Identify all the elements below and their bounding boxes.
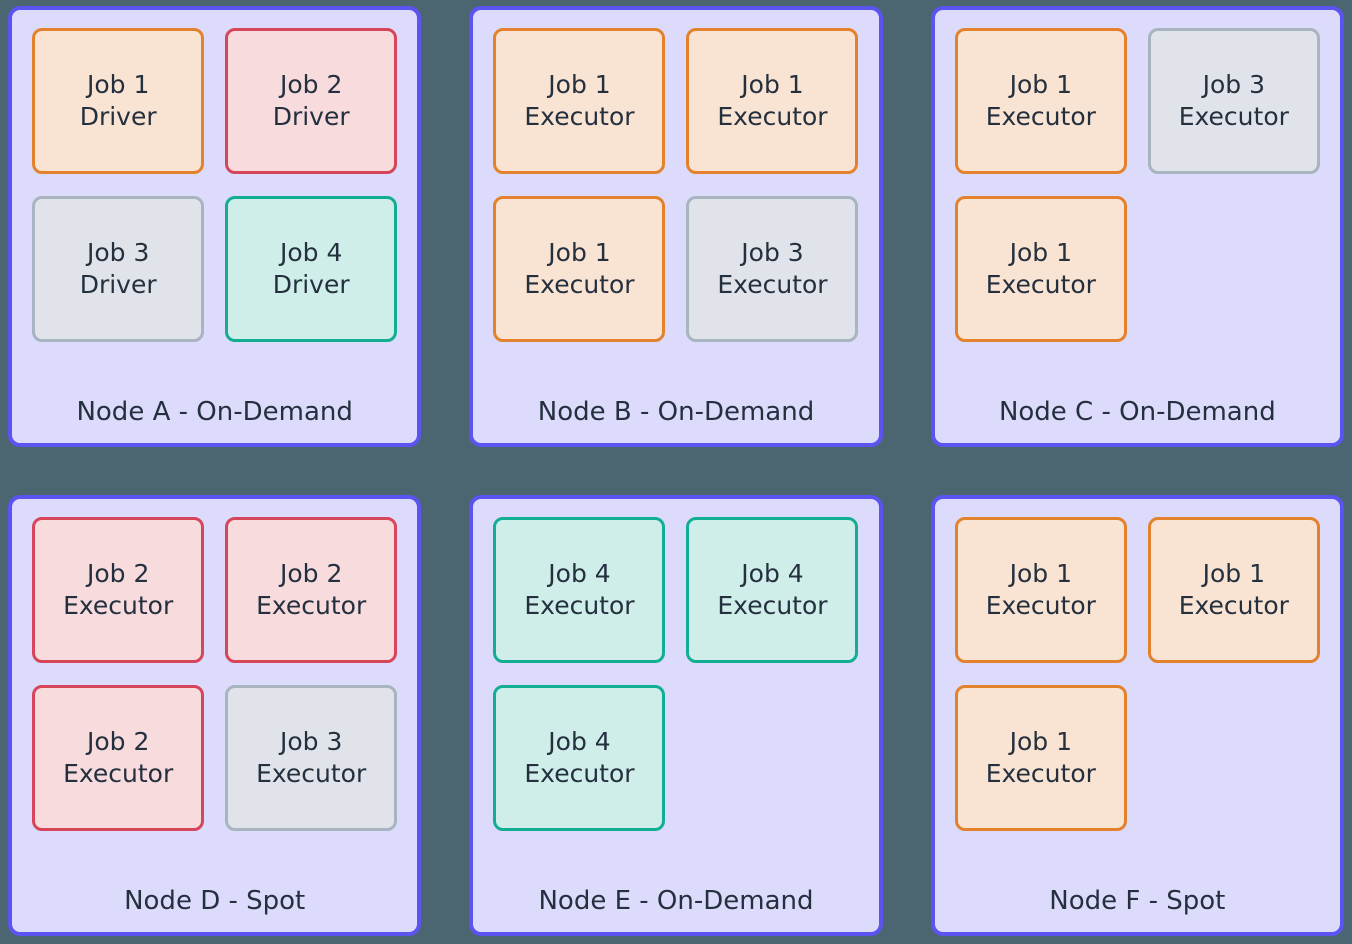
slot-task-box[interactable]: Job 2 Driver — [225, 28, 398, 174]
node-label: Node C - On-Demand — [998, 397, 1276, 427]
slot-task-box[interactable]: Job 3 Driver — [32, 196, 205, 342]
slot-job-label: Job 1 — [86, 69, 150, 99]
slot-task-box[interactable]: Job 1 Executor — [1147, 517, 1320, 663]
slot-task-box[interactable]: Job 1 Executor — [686, 28, 859, 174]
slot-task-box[interactable]: Job 1 Driver — [32, 28, 205, 174]
slot-job-label: Job 3 — [86, 237, 150, 267]
slot-job-label: Job 4 — [279, 237, 343, 267]
slot-role-label: Executor — [717, 270, 828, 299]
slot-job-label: Job 1 — [548, 237, 611, 267]
slot-job-label: Job 1 — [548, 69, 611, 99]
slot-role-label: Executor — [524, 591, 635, 620]
slot-role-label: Driver — [272, 102, 350, 131]
slot-job-label: Job 1 — [741, 69, 804, 99]
slot-job-label: Job 2 — [86, 726, 150, 756]
slot-role-label: Executor — [985, 591, 1096, 620]
slot-task-box[interactable]: Job 1 Executor — [954, 196, 1127, 342]
node-label: Node B - On-Demand — [537, 397, 815, 427]
node-label: Node E - On-Demand — [538, 886, 814, 916]
slot-role-label: Executor — [717, 591, 828, 620]
slot-role-label: Driver — [79, 270, 157, 299]
slot-task-box[interactable]: Job 2 Executor — [32, 517, 205, 663]
slot-role-label: Executor — [985, 270, 1096, 299]
slot-job-label: Job 1 — [1009, 237, 1073, 267]
slot-task-box[interactable]: Job 1 Executor — [954, 517, 1127, 663]
slot-job-label: Job 1 — [1009, 558, 1073, 588]
slot-job-label: Job 3 — [741, 237, 804, 267]
slot-role-label: Executor — [256, 591, 367, 620]
node-label: Node A - On-Demand — [76, 397, 353, 427]
slot-role-label: Executor — [524, 270, 635, 299]
slot-role-label: Executor — [524, 759, 635, 788]
slot-task-box[interactable]: Job 2 Executor — [225, 517, 398, 663]
slot-task-box[interactable]: Job 3 Executor — [225, 685, 398, 831]
slot-task-box[interactable]: Job 3 Executor — [1147, 28, 1320, 174]
slot-task-box[interactable]: Job 4 Driver — [225, 196, 398, 342]
slot-task-box[interactable]: Job 1 Executor — [954, 28, 1127, 174]
slot-task-box[interactable]: Job 1 Executor — [493, 196, 666, 342]
slot-role-label: Executor — [63, 759, 174, 788]
slot-role-label: Executor — [1178, 591, 1289, 620]
slot-job-label: Job 1 — [1009, 726, 1073, 756]
slot-empty — [1148, 196, 1320, 342]
slot-empty — [1148, 685, 1320, 831]
slot-task-box[interactable]: Job 1 Executor — [493, 28, 666, 174]
slot-task-box[interactable]: Job 4 Executor — [493, 685, 666, 831]
slot-job-label: Job 3 — [279, 726, 343, 756]
slot-role-label: Executor — [985, 102, 1096, 131]
slot-task-box[interactable]: Job 4 Executor — [686, 517, 859, 663]
slot-job-label: Job 3 — [1202, 69, 1266, 99]
slot-role-label: Executor — [717, 102, 828, 131]
slot-task-box[interactable]: Job 3 Executor — [686, 196, 859, 342]
slot-task-box[interactable]: Job 4 Executor — [493, 517, 666, 663]
slot-job-label: Job 1 — [1009, 69, 1073, 99]
node-label: Node D - Spot — [124, 886, 306, 916]
slot-job-label: Job 2 — [279, 558, 343, 588]
slot-job-label: Job 2 — [279, 69, 343, 99]
slot-job-label: Job 4 — [548, 558, 611, 588]
slot-job-label: Job 2 — [86, 558, 150, 588]
slot-role-label: Driver — [272, 270, 350, 299]
node-label: Node F - Spot — [1049, 886, 1226, 916]
slot-role-label: Executor — [985, 759, 1096, 788]
slot-role-label: Executor — [63, 591, 174, 620]
slot-job-label: Job 4 — [548, 726, 611, 756]
slot-role-label: Executor — [524, 102, 635, 131]
slot-role-label: Executor — [256, 759, 367, 788]
slot-empty — [686, 685, 858, 831]
slot-task-box[interactable]: Job 1 Executor — [954, 685, 1127, 831]
slot-role-label: Executor — [1178, 102, 1289, 131]
slot-job-label: Job 1 — [1202, 558, 1266, 588]
slot-task-box[interactable]: Job 2 Executor — [32, 685, 205, 831]
slot-job-label: Job 4 — [741, 558, 804, 588]
slot-role-label: Driver — [79, 102, 157, 131]
